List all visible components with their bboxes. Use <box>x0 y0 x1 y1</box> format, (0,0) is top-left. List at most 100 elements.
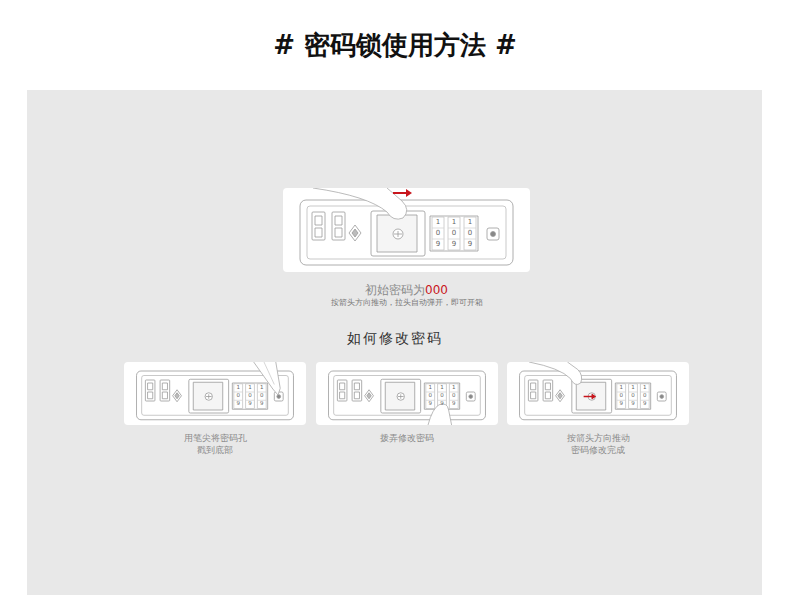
lock-part <box>660 395 664 399</box>
lock-body <box>520 371 677 420</box>
reset-button <box>487 228 499 240</box>
digit: 0 <box>440 393 444 399</box>
digit: 9 <box>452 241 456 248</box>
lock-part <box>354 392 359 399</box>
lock-part <box>394 231 402 237</box>
finger <box>313 188 407 219</box>
digit: 0 <box>248 393 252 399</box>
lock-part <box>367 393 371 399</box>
clasp <box>528 380 538 401</box>
digit: 0 <box>428 393 432 399</box>
step-caption: 拨弄修改密码 <box>371 432 443 444</box>
digit: 0 <box>468 230 472 237</box>
digit-wheel <box>448 217 460 250</box>
digit: 9 <box>643 401 647 407</box>
digit-box <box>430 216 478 251</box>
digit-wheel <box>629 384 638 409</box>
clasp <box>352 380 362 401</box>
caption-text: 初始密码为 <box>365 283 425 297</box>
digit-wheel <box>257 384 266 409</box>
digit: 9 <box>631 401 635 407</box>
clasp <box>332 212 345 240</box>
reset-button <box>466 392 475 401</box>
logo-diamond <box>349 225 361 241</box>
digit: 9 <box>248 401 252 407</box>
lock-part <box>340 392 345 399</box>
digit-wheel <box>426 384 435 409</box>
lock-part <box>464 228 476 239</box>
slider <box>381 379 421 413</box>
logo-diamond <box>173 390 182 402</box>
digit: 0 <box>619 393 623 399</box>
section-heading: 如何修改密码 <box>0 330 790 348</box>
digit: 0 <box>452 393 456 399</box>
lock-part <box>175 393 179 399</box>
lock-body <box>329 371 486 420</box>
lock-part <box>246 392 255 400</box>
lock-part <box>335 216 342 225</box>
clasp <box>337 380 347 401</box>
lock-part <box>448 228 460 239</box>
red-code: 000 <box>425 283 448 297</box>
lock-part <box>491 232 496 237</box>
clasp <box>160 380 170 401</box>
logo-diamond <box>556 390 565 402</box>
lock-part <box>193 382 222 410</box>
digit-box <box>232 383 267 409</box>
digit-wheel <box>640 384 649 409</box>
clasp <box>312 212 325 240</box>
digit: 0 <box>236 393 240 399</box>
digit: 1 <box>619 385 623 391</box>
clasp <box>543 380 553 401</box>
digit: 1 <box>643 385 647 391</box>
digit-wheel <box>246 384 255 409</box>
lock-illustration <box>507 362 689 425</box>
pen-line <box>264 362 274 385</box>
lock-part <box>545 392 550 399</box>
lock-part <box>148 392 153 399</box>
lock-part <box>438 392 447 400</box>
lock-part <box>142 376 289 416</box>
lock-part <box>277 395 281 399</box>
red-arrowhead <box>406 189 412 197</box>
digit: 0 <box>631 393 635 399</box>
lock-part <box>531 392 536 399</box>
digit: 9 <box>236 401 240 407</box>
lock-part <box>558 393 562 399</box>
digit: 0 <box>452 230 456 237</box>
keyhole <box>397 393 404 401</box>
digit: 1 <box>236 385 240 391</box>
digit: 9 <box>452 401 456 407</box>
lock-part <box>629 392 638 400</box>
lock-part <box>398 394 404 399</box>
digit: 1 <box>631 385 635 391</box>
lock-part <box>352 229 358 237</box>
digit: 1 <box>468 219 472 226</box>
caption-note: 按箭头方向推动，拉头自动弹开，即可开箱 <box>243 298 570 308</box>
keyhole <box>205 393 212 401</box>
lock-illustration <box>124 362 306 425</box>
digit-wheel <box>432 217 444 250</box>
clasp <box>145 380 155 401</box>
red-arrow <box>393 192 407 194</box>
illustration-card: 拨弄修改密码111000999 <box>316 362 498 425</box>
digit-box <box>615 383 650 409</box>
digit: 9 <box>260 401 264 407</box>
lock-part <box>340 383 345 390</box>
slider <box>189 379 229 413</box>
lock-part <box>385 382 414 410</box>
digit-box <box>424 383 459 409</box>
lock-part <box>469 395 473 399</box>
lock-part <box>545 383 550 390</box>
digit: 9 <box>440 401 444 407</box>
lock-part <box>531 383 536 390</box>
digit: 9 <box>468 241 472 248</box>
lock-part <box>162 383 167 390</box>
logo-diamond <box>365 390 374 402</box>
page-title: # 密码锁使用方法 # <box>0 28 790 63</box>
pen <box>254 362 281 395</box>
digit: 1 <box>436 219 440 226</box>
lock-part <box>525 376 672 416</box>
digit-wheel <box>449 384 458 409</box>
digit-wheel <box>617 384 626 409</box>
